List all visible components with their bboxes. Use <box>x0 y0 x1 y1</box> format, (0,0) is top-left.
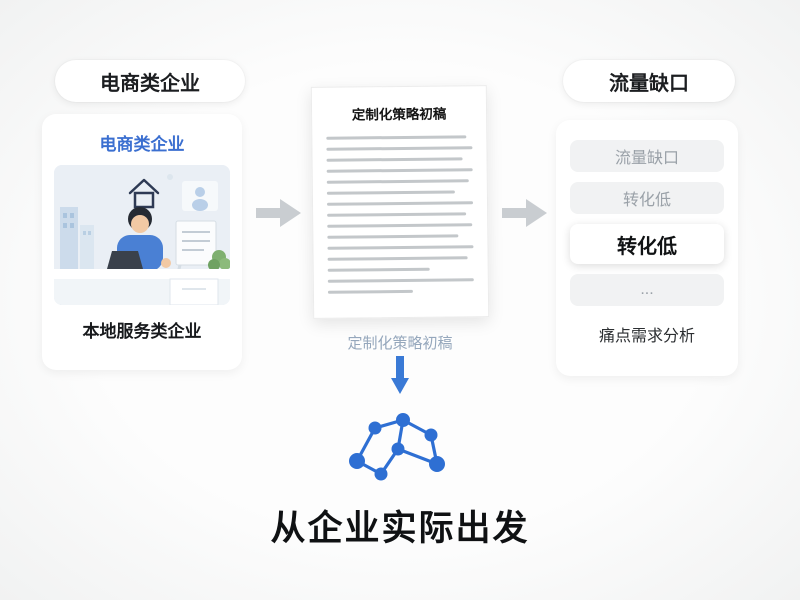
right-arrow-icon <box>502 199 547 227</box>
painpoint-item: 转化低 <box>570 182 724 214</box>
network-graph-icon <box>349 413 445 481</box>
painpoints-card: 流量缺口 转化低 转化低 ... 痛点需求分析 <box>556 120 738 376</box>
painpoint-item: 流量缺口 <box>570 140 724 172</box>
document-title: 定制化策略初稿 <box>351 106 447 123</box>
painpoints-caption: 痛点需求分析 <box>598 328 695 345</box>
office-illustration <box>54 165 230 305</box>
headline: 从企业实际出发 <box>270 509 530 548</box>
right-pill: 流量缺口 <box>563 60 735 102</box>
document-text-lines <box>326 135 474 294</box>
right-arrow-icon <box>256 199 301 227</box>
left-pill-label: 电商类企业 <box>100 72 200 95</box>
office-illustration-art <box>54 165 230 305</box>
painpoint-item-highlighted: 转化低 <box>570 224 724 264</box>
strategy-document: 定制化策略初稿 <box>310 85 490 319</box>
ecommerce-card: 电商类企业 <box>42 114 242 370</box>
painpoint-item-ellipsis: ... <box>570 274 724 306</box>
right-pill-label: 流量缺口 <box>609 72 689 95</box>
ecommerce-card-caption: 本地服务类企业 <box>82 322 202 341</box>
ecommerce-card-title: 电商类企业 <box>99 135 185 154</box>
left-pill: 电商类企业 <box>55 60 245 102</box>
document-caption: 定制化策略初稿 <box>347 335 453 352</box>
down-arrow-icon <box>391 356 409 394</box>
